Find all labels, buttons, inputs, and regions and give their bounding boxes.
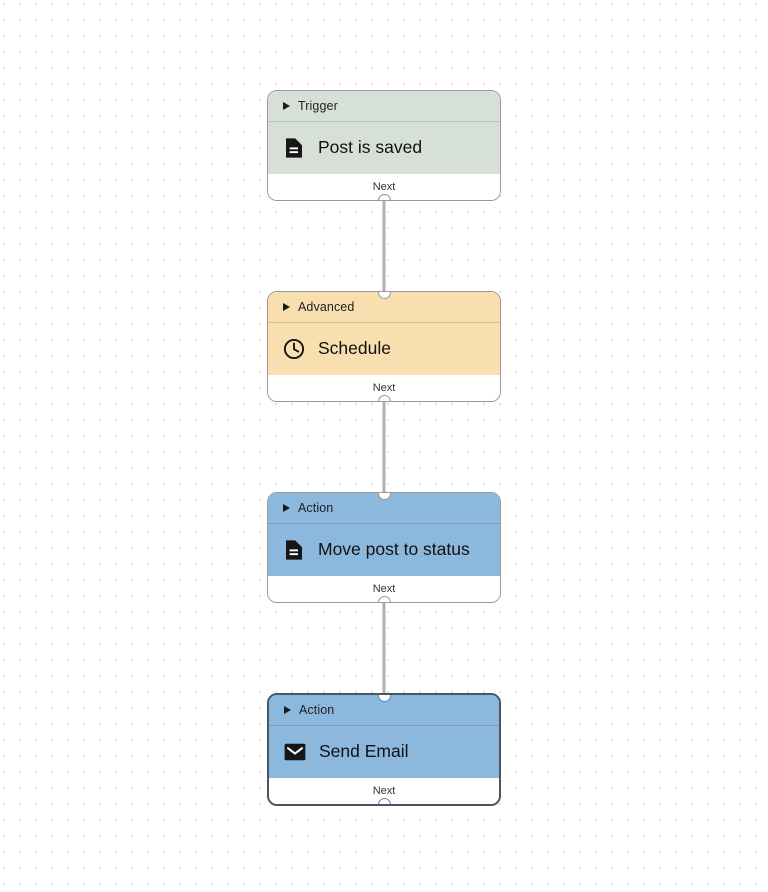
node-title: Move post to status <box>318 539 470 560</box>
document-icon <box>283 539 305 561</box>
node-next-label: Next <box>372 180 396 193</box>
node-input-port[interactable] <box>377 695 391 702</box>
node-title: Post is saved <box>318 137 423 158</box>
node-body[interactable]: Post is saved <box>268 122 500 174</box>
node-output-port[interactable] <box>377 595 391 602</box>
node-kind-label: Trigger <box>298 98 338 113</box>
chevron-right-icon[interactable] <box>283 303 290 311</box>
node-title: Send Email <box>319 741 409 762</box>
chevron-right-icon[interactable] <box>283 102 290 110</box>
node-body[interactable]: Send Email <box>269 726 499 778</box>
node-body[interactable]: Schedule <box>268 323 500 375</box>
node-kind-label: Action <box>298 500 334 515</box>
node-next-label: Next <box>372 784 396 797</box>
node-footer: Next <box>269 778 499 804</box>
node-input-port[interactable] <box>377 292 391 299</box>
node-output-port[interactable] <box>377 797 391 804</box>
chevron-right-icon[interactable] <box>283 504 290 512</box>
node-next-label: Next <box>372 381 396 394</box>
node-header[interactable]: Advanced <box>268 292 500 323</box>
node-kind-label: Advanced <box>298 299 355 314</box>
node-title: Schedule <box>318 338 391 359</box>
envelope-icon <box>284 741 306 763</box>
chevron-right-icon[interactable] <box>284 706 291 714</box>
node-header[interactable]: Trigger <box>268 91 500 122</box>
node-kind-label: Action <box>299 702 335 717</box>
node-body[interactable]: Move post to status <box>268 524 500 576</box>
document-icon <box>283 137 305 159</box>
node-output-port[interactable] <box>377 193 391 200</box>
clock-icon <box>283 338 305 360</box>
node-input-port[interactable] <box>377 493 391 500</box>
node-output-port[interactable] <box>377 394 391 401</box>
node-next-label: Next <box>372 582 396 595</box>
